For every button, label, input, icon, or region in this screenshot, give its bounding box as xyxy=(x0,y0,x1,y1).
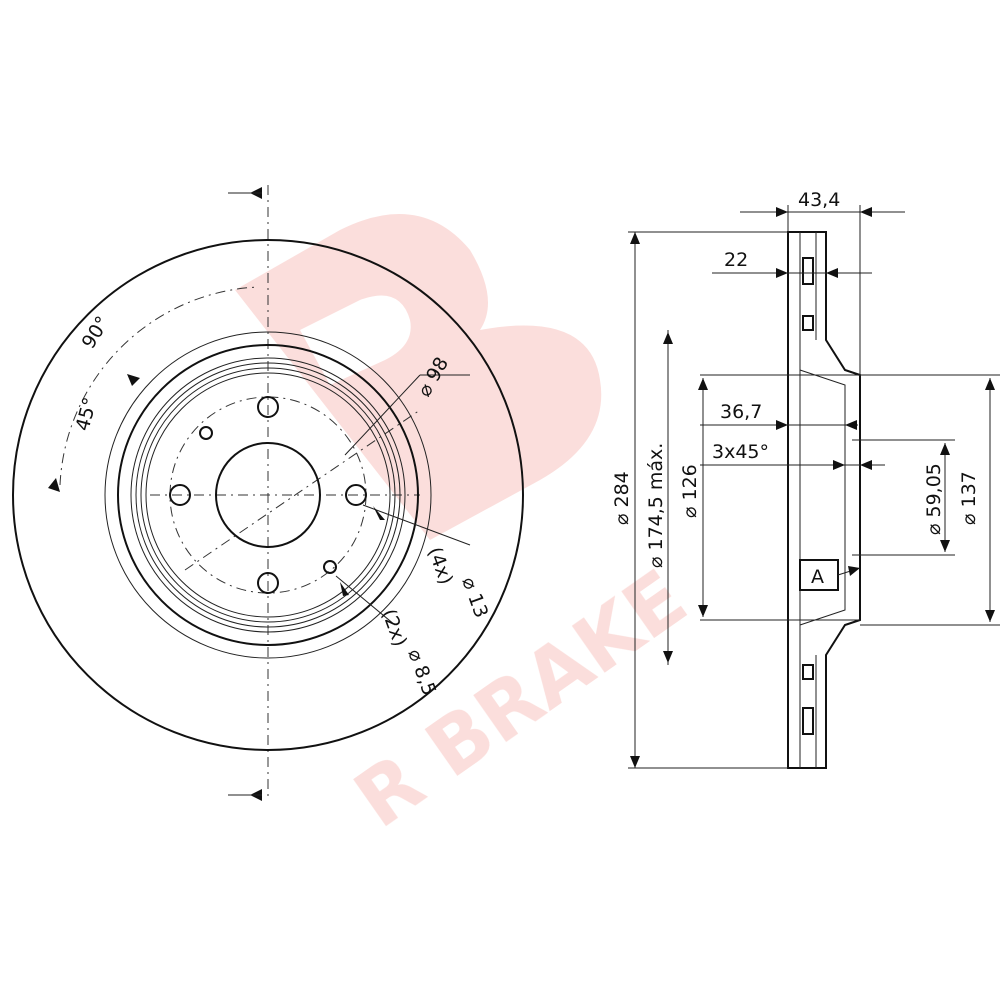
holes-4x-count: (4x) xyxy=(423,544,457,587)
lug-hole xyxy=(257,572,279,594)
vent-slot xyxy=(802,707,814,735)
disc-profile xyxy=(787,231,861,769)
vent-slot xyxy=(802,257,814,285)
hat-dia-label: ⌀ 126 xyxy=(679,464,701,518)
friction-ring-inner xyxy=(104,331,432,659)
vent-slot xyxy=(802,664,814,680)
rbrake-watermark: R BRAKE xyxy=(235,214,703,846)
vent-slot xyxy=(802,315,814,331)
center-bore-label: ⌀ 59,05 xyxy=(923,463,945,535)
holes-2x-count: (2x) xyxy=(377,606,411,649)
lug-hole xyxy=(169,484,191,506)
chamfer-label: 3x45° xyxy=(712,441,769,463)
disc-thickness-label: 22 xyxy=(724,249,748,271)
side-view: A 43,4 22 36,7 3x45° xyxy=(611,189,1000,769)
total-thickness-label: 43,4 xyxy=(798,189,840,211)
center-bore-circle xyxy=(215,442,321,548)
watermark-brand-text: R BRAKE xyxy=(339,553,703,845)
datum-label: A xyxy=(811,566,824,588)
holes-2x-dia: ⌀ 8,5 xyxy=(403,646,440,698)
small-hole xyxy=(323,560,337,574)
holes-4x-dia: ⌀ 13 xyxy=(457,574,492,621)
min-dia-label: ⌀ 174,5 máx. xyxy=(645,443,667,568)
angle-45-label: 45° xyxy=(72,395,102,433)
hat-depth-label: 36,7 xyxy=(720,401,762,423)
lug-hole xyxy=(345,484,367,506)
hub-dia-label: ⌀ 137 xyxy=(958,471,980,525)
outer-disc-circle xyxy=(12,239,524,751)
small-hole xyxy=(199,426,213,440)
lug-hole xyxy=(257,396,279,418)
outer-dia-label: ⌀ 284 xyxy=(611,471,633,525)
hat-outer-circle xyxy=(117,344,419,646)
